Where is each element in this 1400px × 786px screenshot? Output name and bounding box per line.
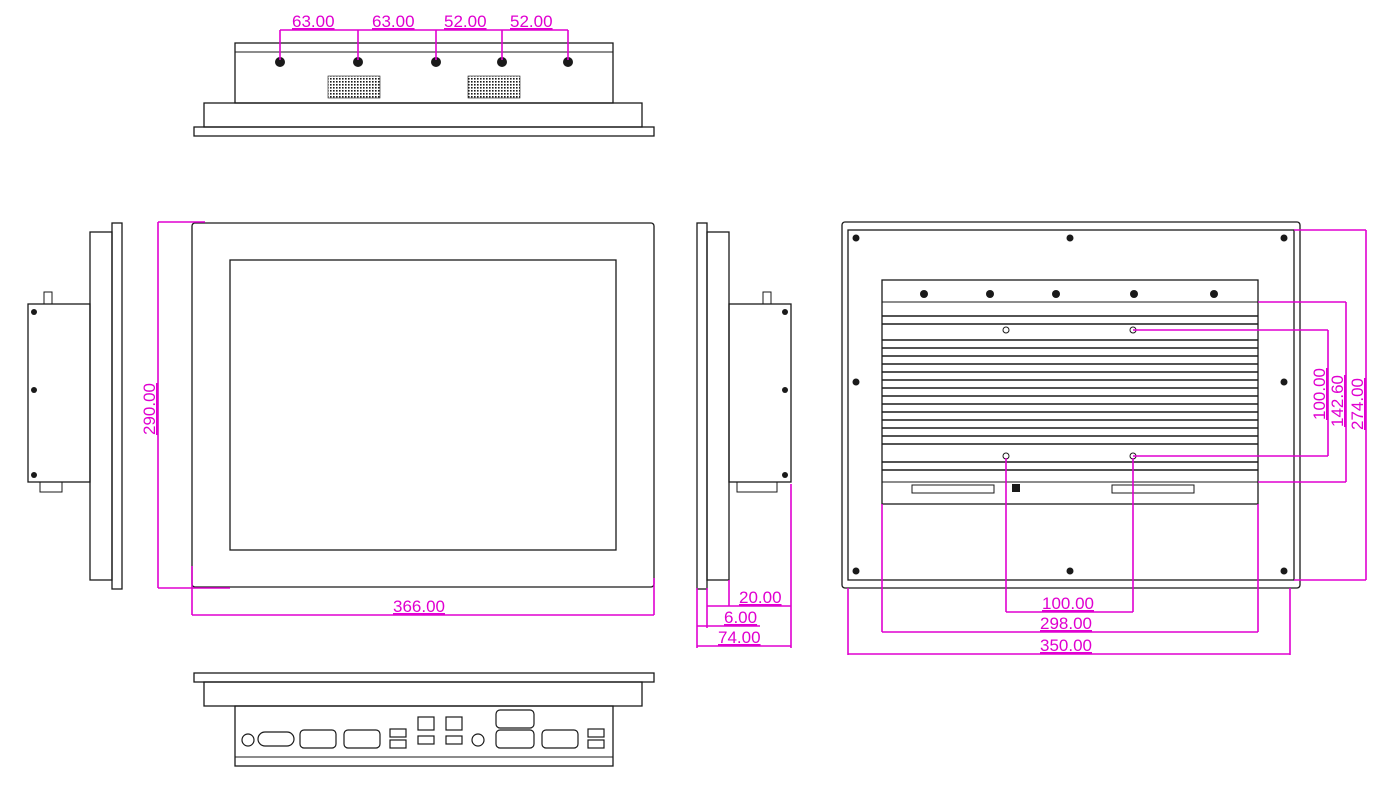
dim-rear-298: 298.00 xyxy=(1040,614,1092,633)
dim-rear-100-h: 100.00 xyxy=(1042,594,1094,613)
dim-top-2: 63.00 xyxy=(372,12,415,31)
rear-view xyxy=(841,221,1301,589)
side-dimensions: 20.00 6.00 74.00 xyxy=(696,484,792,648)
bottom-view xyxy=(193,672,655,767)
top-dimension: 63.00 63.00 52.00 52.00 xyxy=(279,12,569,60)
vesa-mount-holes xyxy=(1002,326,1137,460)
dim-side-74: 74.00 xyxy=(718,628,761,647)
rear-antenna-connectors xyxy=(920,290,1218,298)
front-view xyxy=(191,222,655,588)
vent-grille-right xyxy=(467,75,521,99)
dim-side-6: 6.00 xyxy=(724,608,757,627)
vent-grille-left xyxy=(327,75,381,99)
dim-rear-100-v: 100.00 xyxy=(1310,368,1329,420)
heatsink-fins xyxy=(882,315,1258,471)
dim-rear-274: 274.00 xyxy=(1348,378,1367,430)
dim-side-20: 20.00 xyxy=(739,588,782,607)
top-view xyxy=(193,42,655,137)
rear-dimensions: 100.00 298.00 350.00 100.00 142.60 274.0… xyxy=(847,229,1367,655)
dim-front-width: 366.00 xyxy=(393,597,445,616)
dim-top-3: 52.00 xyxy=(444,12,487,31)
front-dimensions: 290.00 366.00 xyxy=(140,221,655,616)
io-ports xyxy=(241,709,605,749)
dim-front-height: 290.00 xyxy=(140,383,159,435)
rear-perimeter-screws xyxy=(852,234,1288,575)
antenna-connectors xyxy=(275,57,573,67)
display-area xyxy=(229,259,617,551)
left-side-view xyxy=(27,222,123,590)
right-side-view xyxy=(696,222,792,590)
dim-top-4: 52.00 xyxy=(510,12,553,31)
dim-rear-142: 142.60 xyxy=(1328,375,1347,427)
dim-rear-350: 350.00 xyxy=(1040,636,1092,655)
dim-top-1: 63.00 xyxy=(292,12,335,31)
